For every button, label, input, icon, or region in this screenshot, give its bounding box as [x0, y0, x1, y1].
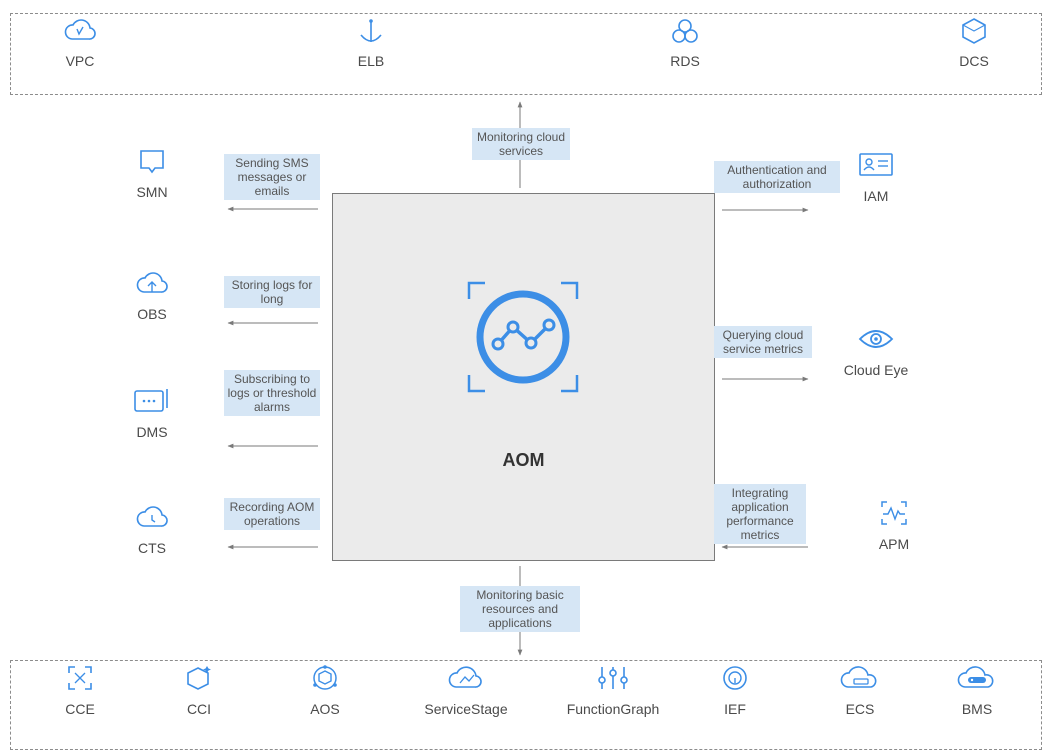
- note-integrating-apm: Integrating application performance metr…: [714, 484, 806, 544]
- service-vpc: VPC: [20, 17, 140, 69]
- eye-icon: [858, 330, 894, 348]
- service-apm: APM: [834, 498, 954, 552]
- service-rds: RDS: [625, 17, 745, 69]
- note-monitoring-basic-resources: Monitoring basic resources and applicati…: [460, 586, 580, 632]
- cloud-clock-icon: [136, 506, 168, 527]
- service-name: ServiceStage: [424, 701, 508, 717]
- service-name: ELB: [357, 53, 385, 69]
- service-servicestage: ServiceStage: [406, 663, 526, 717]
- aom-center-box: AOM: [332, 193, 715, 561]
- service-dms: DMS: [92, 386, 212, 440]
- service-name: ECS: [845, 701, 875, 717]
- service-name: IAM: [863, 188, 889, 204]
- service-name: SMN: [136, 184, 168, 200]
- service-name: DMS: [136, 424, 168, 440]
- service-name: CTS: [138, 540, 166, 556]
- service-cts: CTS: [92, 504, 212, 556]
- bare-metal-icon: [957, 666, 994, 688]
- queue-icon: [134, 389, 168, 412]
- message-icon: [140, 150, 164, 174]
- service-cci: CCI: [139, 663, 259, 717]
- service-name: CCI: [186, 701, 212, 717]
- service-name: APM: [878, 536, 910, 552]
- service-bms: BMS: [917, 663, 1037, 717]
- orchestration-icon: [313, 665, 337, 690]
- container-icon: [68, 666, 92, 690]
- service-name: FunctionGraph: [566, 701, 660, 717]
- top-services-region: [10, 13, 1042, 95]
- cluster-icon: [672, 19, 698, 43]
- note-recording: Recording AOM operations: [224, 498, 320, 530]
- note-sending-sms: Sending SMS messages or emails: [224, 154, 320, 200]
- service-cce: CCE: [20, 663, 140, 717]
- service-obs: OBS: [92, 270, 212, 322]
- note-authentication: Authentication and authorization: [714, 161, 840, 193]
- service-name: OBS: [137, 306, 167, 322]
- service-smn: SMN: [92, 148, 212, 200]
- note-monitoring-cloud-services: Monitoring cloud services: [472, 128, 570, 160]
- cloud-check-icon: [64, 19, 96, 40]
- server-cloud-icon: [840, 666, 877, 688]
- line-chart-icon: [467, 281, 579, 393]
- service-aos: AOS: [265, 663, 385, 717]
- cube-icon: [962, 18, 986, 44]
- service-functiongraph: FunctionGraph: [553, 663, 673, 717]
- service-name: CCE: [65, 701, 95, 717]
- service-name: VPC: [65, 53, 95, 69]
- container-instance-icon: [187, 666, 211, 690]
- pulse-icon: [881, 501, 907, 525]
- service-name: BMS: [961, 701, 993, 717]
- id-card-icon: [859, 153, 893, 176]
- service-cloud-eye: Cloud Eye: [816, 324, 936, 378]
- note-storing-logs: Storing logs for long: [224, 276, 320, 308]
- service-name: IEF: [724, 701, 746, 717]
- service-ecs: ECS: [800, 663, 920, 717]
- function-icon: [598, 667, 628, 689]
- service-elb: ELB: [311, 17, 431, 69]
- note-subscribing: Subscribing to logs or threshold alarms: [224, 370, 320, 416]
- service-name: RDS: [670, 53, 700, 69]
- service-iam: IAM: [816, 150, 936, 204]
- service-dcs: DCS: [914, 17, 1034, 69]
- cloud-upload-icon: [136, 272, 168, 293]
- service-name: AOS: [310, 701, 340, 717]
- anchor-icon: [360, 19, 382, 42]
- note-querying-metrics: Querying cloud service metrics: [714, 326, 812, 358]
- aom-title: AOM: [502, 450, 545, 470]
- service-name: DCS: [959, 53, 989, 69]
- edge-icon: [723, 666, 747, 690]
- cloud-stage-icon: [448, 666, 482, 688]
- service-name: Cloud Eye: [843, 362, 909, 378]
- service-ief: IEF: [675, 663, 795, 717]
